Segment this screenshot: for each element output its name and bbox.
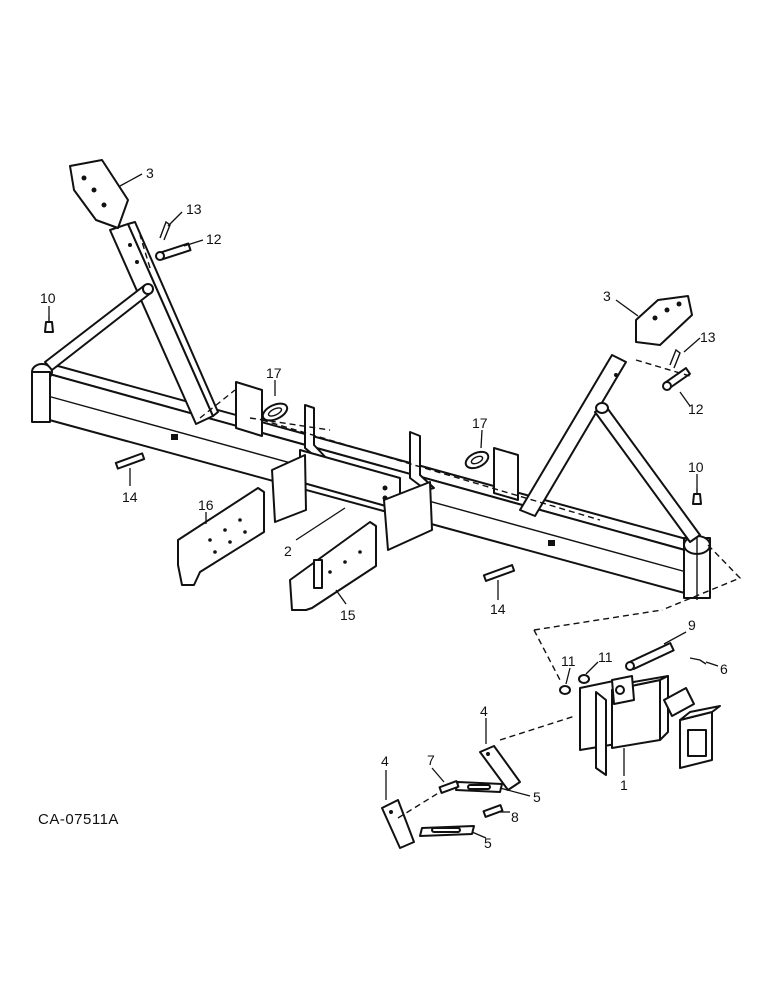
pin-8	[482, 804, 504, 818]
strap-5-upper	[455, 781, 503, 793]
callout-13-right: 13	[700, 329, 716, 345]
pin-12-left	[155, 242, 192, 261]
left-a-frame	[44, 221, 219, 425]
strap-5-lower	[419, 825, 475, 837]
hitch-plate-15	[289, 521, 377, 611]
grease-fitting-right	[692, 488, 702, 505]
pin-14-right	[482, 564, 516, 582]
callout-5-lower: 5	[484, 835, 492, 851]
bracket-17-left	[235, 381, 289, 437]
pin-9	[625, 642, 675, 671]
figure-id: CA-07511A	[38, 811, 119, 828]
callout-11-right: 11	[598, 649, 613, 665]
callout-14-left: 14	[122, 489, 138, 505]
callout-6: 6	[720, 661, 728, 677]
bracket-17-right	[464, 447, 519, 501]
bushing-11-left	[559, 685, 571, 695]
hitch-plate-16	[177, 487, 265, 586]
callout-15: 15	[340, 607, 356, 623]
top-hitch-plate-left	[69, 159, 129, 229]
clip-13-right	[669, 348, 681, 369]
callout-1: 1	[620, 777, 628, 793]
callout-2: 2	[284, 543, 292, 559]
callout-5-upper: 5	[533, 789, 541, 805]
callout-9: 9	[688, 617, 696, 633]
callout-12-right: 12	[688, 401, 704, 417]
clip-6	[689, 657, 707, 665]
top-hitch-plate-right	[635, 295, 693, 346]
clip-13-left	[159, 220, 171, 241]
pin-14-left	[114, 452, 146, 470]
right-a-frame	[519, 354, 701, 543]
callout-7: 7	[427, 752, 435, 768]
link-4-upper	[479, 745, 521, 791]
callout-3-right: 3	[603, 288, 611, 304]
pin-12-right	[662, 367, 691, 391]
leader-lines	[48, 173, 719, 839]
callout-3-left: 3	[146, 165, 154, 181]
link-4-lower	[381, 799, 415, 849]
callout-4-lower: 4	[381, 753, 389, 769]
callout-8: 8	[511, 809, 519, 825]
callout-16: 16	[198, 497, 214, 513]
callout-11-left: 11	[561, 653, 576, 669]
callout-4-upper: 4	[480, 703, 488, 719]
assembly-lines	[139, 234, 742, 819]
bushing-11-right	[578, 674, 590, 684]
center-clamp-right	[383, 431, 435, 551]
callout-13-left: 13	[186, 201, 202, 217]
hitch-tube-assembly	[579, 675, 721, 776]
pin-7	[438, 780, 460, 794]
callout-17-left: 17	[266, 365, 282, 381]
callout-10-right: 10	[688, 459, 704, 475]
callout-10-left: 10	[40, 290, 56, 306]
callout-labels: 3 13 12 10 3 13 12 17 17 10 14 16 2 15 1…	[38, 165, 728, 851]
callout-14-right: 14	[490, 601, 506, 617]
callout-12-left: 12	[206, 231, 222, 247]
center-clamp-left	[271, 404, 401, 523]
callout-17-right: 17	[472, 415, 488, 431]
grease-fitting-left	[44, 316, 54, 333]
